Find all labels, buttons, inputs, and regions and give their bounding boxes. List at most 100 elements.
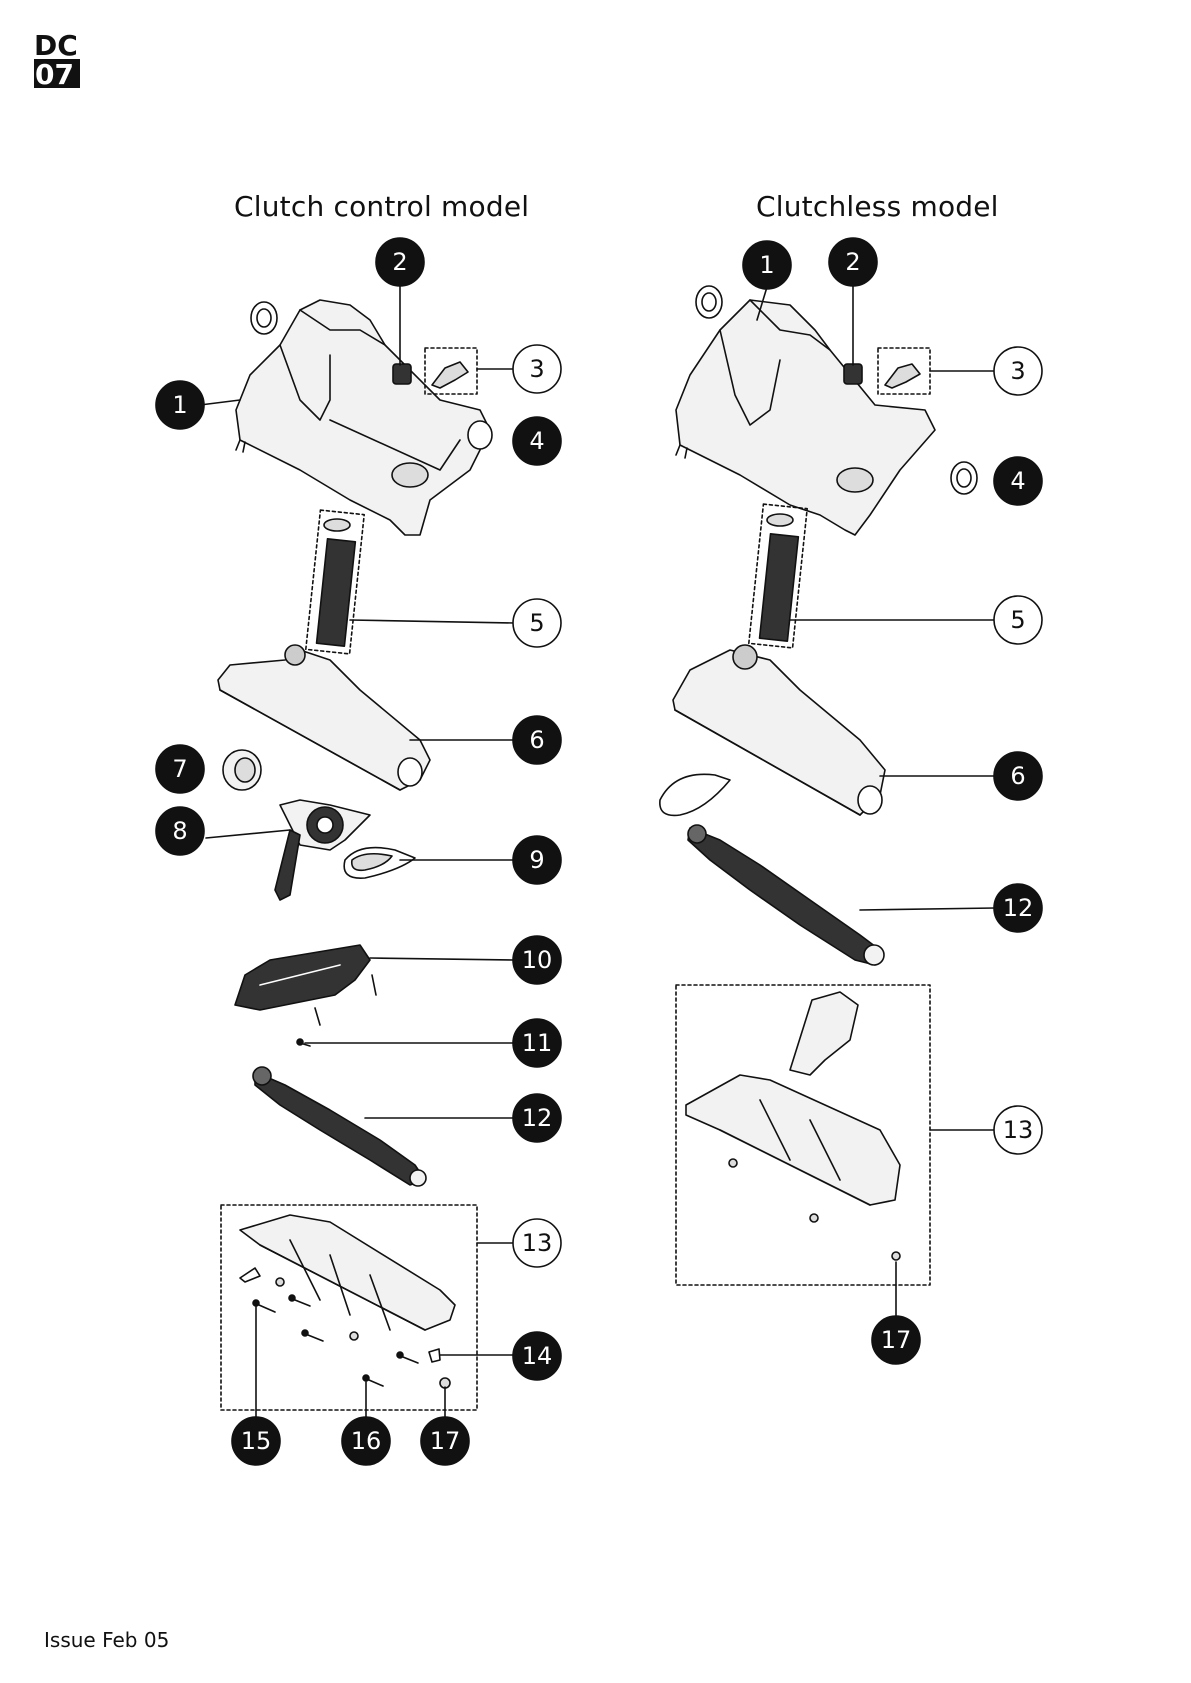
left-callout-6: 6 [512,715,562,765]
left-part-clip [424,347,478,395]
right-callout-13: 13 [993,1105,1043,1155]
right-callout-number-12: 12 [1003,894,1034,922]
left-part-screw [296,1038,311,1047]
right-callout-circle-5 [993,595,1043,645]
right-part-tube-spring [748,503,808,649]
clutch-control-heading: Clutch control model [234,190,530,223]
right-part-housing [672,644,886,816]
left-callout-circle-5 [512,598,562,648]
left-callout-circle-8 [155,806,205,856]
left-callout-17: 17 [420,1416,470,1466]
left-callout-number-5: 5 [529,609,544,637]
left-callout-circle-1 [155,380,205,430]
clutchless-heading: Clutchless model [756,190,999,223]
left-callout-number-8: 8 [172,817,187,845]
left-part-brush-bar [252,1066,427,1187]
left-callout-circle-7 [155,744,205,794]
left-callout-circle-17 [420,1416,470,1466]
right-callout-number-6: 6 [1010,762,1025,790]
left-callout-circle-11 [512,1018,562,1068]
left-callout-15: 15 [231,1416,281,1466]
right-part-clip [877,347,931,395]
left-callout-3: 3 [512,344,562,394]
left-callout-circle-4 [512,416,562,466]
issue-date: Issue Feb 05 [44,1628,170,1652]
right-callout-number-2: 2 [845,248,860,276]
left-callout-number-2: 2 [392,248,407,276]
left-callout-number-4: 4 [529,427,544,455]
right-callout-3: 3 [993,346,1043,396]
left-callout-circle-6 [512,715,562,765]
right-callout-number-5: 5 [1010,606,1025,634]
left-callout-number-3: 3 [529,355,544,383]
left-callout-number-14: 14 [522,1342,553,1370]
right-part-belt [659,773,731,817]
left-callout-number-13: 13 [522,1229,553,1257]
left-callout-circle-9 [512,835,562,885]
left-callout-number-10: 10 [522,946,553,974]
right-callout-2: 2 [828,237,878,287]
right-callout-circle-4 [993,456,1043,506]
left-callout-5: 5 [512,598,562,648]
left-callout-number-9: 9 [529,846,544,874]
right-callout-5: 5 [993,595,1043,645]
left-callout-circle-13 [512,1218,562,1268]
left-callout-2: 2 [375,237,425,287]
left-part-bearing-cover [234,944,377,1026]
right-part-brush-bar [687,824,885,966]
left-callout-number-12: 12 [522,1104,553,1132]
left-callout-1: 1 [155,380,205,430]
left-callout-circle-12 [512,1093,562,1143]
right-callout-4: 4 [993,456,1043,506]
right-callout-number-4: 4 [1010,467,1025,495]
right-part-soleplate-group [675,984,931,1286]
right-callout-17: 17 [871,1315,921,1365]
left-part-clutch-lever [274,799,371,901]
left-part-upper-chassis [235,299,493,536]
right-callout-circle-12 [993,883,1043,933]
left-callout-13: 13 [512,1218,562,1268]
left-callout-circle-16 [341,1416,391,1466]
left-callout-circle-10 [512,935,562,985]
right-callout-circle-1 [742,240,792,290]
left-callout-number-1: 1 [172,391,187,419]
right-callout-number-1: 1 [759,251,774,279]
left-part-soleplate-group [220,1204,478,1411]
leader-lines [199,282,996,1421]
left-callout-12: 12 [512,1093,562,1143]
left-part-clutch-cap [222,749,262,791]
left-callout-number-6: 6 [529,726,544,754]
right-callout-6: 6 [993,751,1043,801]
left-callout-10: 10 [512,935,562,985]
left-callout-4: 4 [512,416,562,466]
left-callout-circle-14 [512,1331,562,1381]
right-callout-circle-2 [828,237,878,287]
left-callout-circle-15 [231,1416,281,1466]
logo-line2: 07 [35,58,74,88]
right-part-upper-chassis [675,285,936,536]
left-callout-number-7: 7 [172,755,187,783]
left-part-belt [343,846,416,879]
left-callout-number-16: 16 [351,1427,382,1455]
left-part-tube-spring [305,509,365,655]
left-callout-14: 14 [512,1331,562,1381]
left-part-housing [217,644,431,791]
left-callout-8: 8 [155,806,205,856]
logo-line1: DC [34,30,78,62]
right-callout-12: 12 [993,883,1043,933]
left-callout-number-15: 15 [241,1427,272,1455]
left-callout-number-17: 17 [430,1427,461,1455]
left-callout-number-11: 11 [522,1029,553,1057]
right-callout-circle-3 [993,346,1043,396]
right-callout-circle-13 [993,1105,1043,1155]
left-callout-11: 11 [512,1018,562,1068]
right-callout-circle-6 [993,751,1043,801]
left-part-spring [392,363,412,385]
left-callout-16: 16 [341,1416,391,1466]
dc07-logo: DC 07 [34,30,80,88]
right-callout-number-17: 17 [881,1326,912,1354]
right-callout-number-3: 3 [1010,357,1025,385]
